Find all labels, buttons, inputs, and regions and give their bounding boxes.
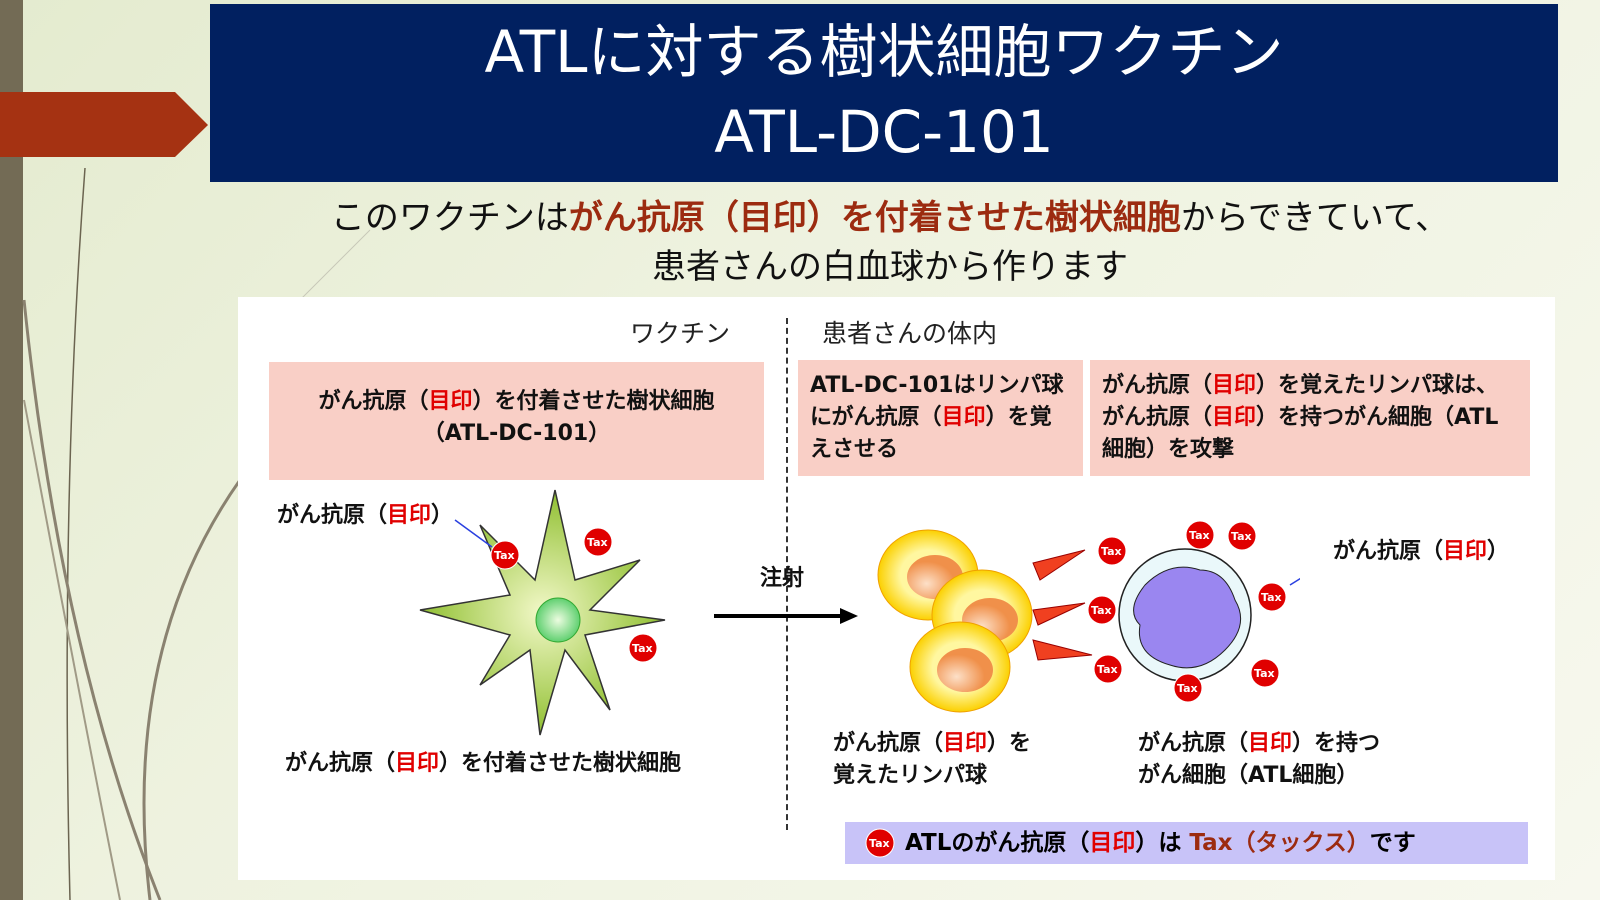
decorative-lines <box>22 167 371 900</box>
tax-antigens: Tax Tax Tax Tax Tax Tax Tax Tax <box>1087 520 1287 703</box>
title-line-1: ATLに対する樹状細胞ワクチン <box>484 18 1284 86</box>
subtitle-text: このワクチンは <box>330 198 569 238</box>
step1-description-box: ATL-DC-101はリンパ球にがん抗原（目印）を覚えさせる <box>798 360 1083 476</box>
dashed-divider <box>786 318 788 830</box>
section-patient-body-header: 患者さんの体内 <box>822 319 998 348</box>
sidebar-bar <box>0 0 23 900</box>
svg-text:Tax: Tax <box>1091 604 1112 617</box>
svg-text:Tax: Tax <box>1231 530 1252 543</box>
atl-cancer-cell <box>1118 548 1252 682</box>
lymphocyte-caption: がん抗原（目印）を覚えたリンパ球 <box>833 731 1032 788</box>
svg-text:Tax: Tax <box>1189 529 1210 542</box>
tax-info-banner: Tax ATLのがん抗原（目印）は Tax（タックス）です <box>845 822 1528 864</box>
tax-antigen: Tax <box>583 527 613 557</box>
svg-text:Tax: Tax <box>1254 667 1275 680</box>
dendritic-cell-caption: がん抗原（目印）を付着させた樹状細胞 <box>285 751 682 776</box>
tax-antigen: Tax <box>628 633 658 663</box>
title-banner: ATLに対する樹状細胞ワクチン ATL-DC-101 <box>210 4 1558 182</box>
injection-label: 注射 <box>760 566 805 591</box>
dendritic-cell-illustration: Tax Tax Tax <box>419 489 666 736</box>
attack-bolt <box>1032 602 1086 626</box>
svg-text:Tax: Tax <box>1097 663 1118 676</box>
subtitle-line-1: このワクチンはがん抗原（目印）を付着させた樹状細胞からできていて、 <box>190 190 1590 239</box>
svg-text:Tax: Tax <box>587 536 608 549</box>
subtitle-highlight: がん抗原（目印）を付着させた樹状細胞 <box>568 198 1181 238</box>
subtitle-line-2: 患者さんの白血球から作ります <box>652 247 1128 287</box>
vaccine-description-box: がん抗原（目印）を付着させた樹状細胞 （ATL-DC-101） <box>269 362 764 480</box>
antigen-label-left: がん抗原（目印） <box>277 503 454 528</box>
tax-antigen-icon: Tax <box>865 828 895 858</box>
cancer-cell-caption: がん抗原（目印）を持つがん細胞（ATL細胞） <box>1138 731 1381 788</box>
lymphocyte <box>909 621 1011 713</box>
tax-antigen: Tax <box>490 540 520 570</box>
svg-text:Tax: Tax <box>1177 682 1198 695</box>
red-arrow-banner <box>0 92 208 157</box>
svg-text:Tax: Tax <box>1101 545 1122 558</box>
antigen-label-right: がん抗原（目印） <box>1333 539 1510 564</box>
svg-text:Tax: Tax <box>494 549 515 562</box>
step2-description-box: がん抗原（目印）を覚えたリンパ球は、がん抗原（目印）を持つがん細胞（ATL細胞）… <box>1090 360 1530 476</box>
lymphocytes-attacking-cancer-cell: Tax Tax Tax Tax Tax Tax Tax Tax <box>877 520 1300 713</box>
attack-bolt <box>1032 549 1086 581</box>
svg-text:Tax: Tax <box>632 642 653 655</box>
svg-text:Tax: Tax <box>869 837 890 850</box>
title-line-2: ATL-DC-101 <box>714 98 1054 166</box>
subtitle-text: からできていて、 <box>1180 198 1450 238</box>
svg-text:Tax: Tax <box>1261 591 1282 604</box>
injection-arrow <box>714 608 858 624</box>
attack-bolt <box>1032 639 1093 661</box>
section-vaccine-header: ワクチン <box>630 319 731 348</box>
